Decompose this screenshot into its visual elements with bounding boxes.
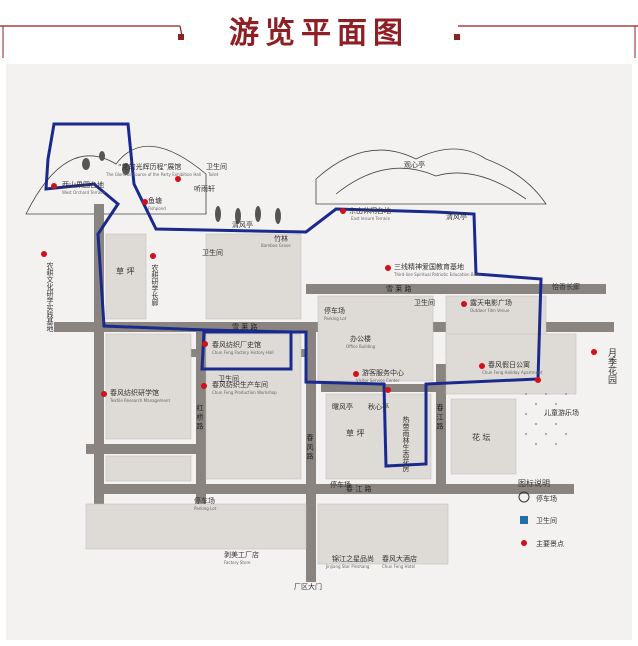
poi-bomei: 剥美工厂店 — [224, 551, 259, 559]
poi-office: 办公楼 — [350, 335, 371, 343]
hill-west — [25, 145, 207, 215]
legend-title: 图标说明 — [518, 479, 550, 488]
map-canvas — [25, 122, 614, 582]
poi-guanxin: 观心亭 — [404, 161, 425, 169]
poi-gate: 厂区大门 — [294, 583, 322, 591]
legend-poi-icon — [521, 540, 527, 546]
poi-tingyu: 听雨轩 — [194, 185, 215, 193]
poi-chunfeng-history: 春风纺织厂史馆 — [212, 341, 261, 349]
parking-label: 停车场 — [324, 307, 345, 315]
lawn-label: 草 坪 — [346, 429, 365, 438]
poi-qiuxin: 秋心亭 — [368, 403, 389, 411]
poi-west-orchard: 西山果园台地 — [62, 181, 104, 189]
poi-moon-garden: 月季花园 — [606, 348, 616, 384]
poi-jinjiang: 锦江之星品尚 — [332, 555, 374, 563]
trees — [82, 151, 281, 224]
poi-tropical: 热带雨林生态花房 — [402, 416, 410, 472]
toilet-label: 卫生间 — [202, 249, 223, 257]
poi-glorious-course: “党的光辉历程”展馆 — [118, 163, 182, 171]
hill-east — [315, 148, 547, 205]
road-hongqiao: 红 桥 路 — [196, 404, 204, 430]
poi-kids: 儿童游乐场 — [544, 409, 579, 417]
road-chunfeng: 春 风 路 — [306, 434, 314, 460]
poi-chunfeng-workshop: 春风纺织生产车间 — [212, 381, 268, 389]
road-xuelai: 雪 莱 路 — [232, 323, 258, 331]
parking-label: 停车场 — [330, 481, 351, 489]
legend-parking: 停车场 — [536, 495, 557, 503]
legend-toilet-icon — [520, 516, 528, 524]
road-chunjiang2: 春 江 路 — [436, 404, 444, 430]
poi-sanwei: 三线精神爱国教育基地 — [394, 263, 464, 271]
poi-qingfeng1: 清风亭 — [232, 221, 253, 229]
garden-dots — [525, 393, 567, 445]
map-area: 西山果园台地 West Orchard Terrace “党的光辉历程”展馆 T… — [6, 64, 632, 640]
poi-fish-pond: 鱼塘 — [148, 197, 162, 205]
parking-label: 停车场 — [194, 497, 215, 505]
poi-nongxue: 农耕研学长廊 — [151, 264, 159, 306]
legend-poi: 主要景点 — [536, 540, 564, 548]
poi-yueting: 曙风亭 — [332, 403, 353, 411]
legend-parking-icon — [518, 491, 530, 503]
toilet-label: 卫生间 — [218, 375, 239, 383]
poi-dots — [41, 176, 597, 397]
road-xuelai-east: 雪 莱 路 — [386, 285, 412, 293]
poi-qingfeng2: 清风亭 — [446, 213, 467, 221]
poi-chunfeng-inn: 春风大酒店 — [382, 555, 417, 563]
lawn-label: 草 坪 — [116, 267, 135, 276]
tour-route — [44, 122, 543, 468]
poi-open-cinema: 露天电影广场 — [470, 299, 512, 307]
poi-nonggeng: 农耕文化研学实践基地 — [46, 262, 54, 332]
poi-dongshan: 东山休闲台地 — [349, 207, 391, 215]
poi-textile-research: 春风纺织研学馆 — [110, 389, 159, 397]
poi-chunfeng-hotel: 春风假日公寓 — [488, 361, 530, 369]
blocks — [85, 233, 577, 565]
poi-visitor-center: 游客服务中心 — [362, 369, 404, 377]
toilet-label: 卫生间 — [206, 163, 227, 171]
poi-yixiang: 怡香长廊 — [552, 283, 580, 291]
legend-toilet: 卫生间 — [536, 517, 557, 525]
flowerbed-label: 花 坛 — [472, 433, 491, 442]
road-chunjiang: 春 江 路 — [346, 485, 372, 493]
page-title: 游览平面图 — [229, 16, 409, 51]
toilet-label: 卫生间 — [414, 299, 435, 307]
poi-bamboo: 竹林 — [274, 235, 288, 243]
